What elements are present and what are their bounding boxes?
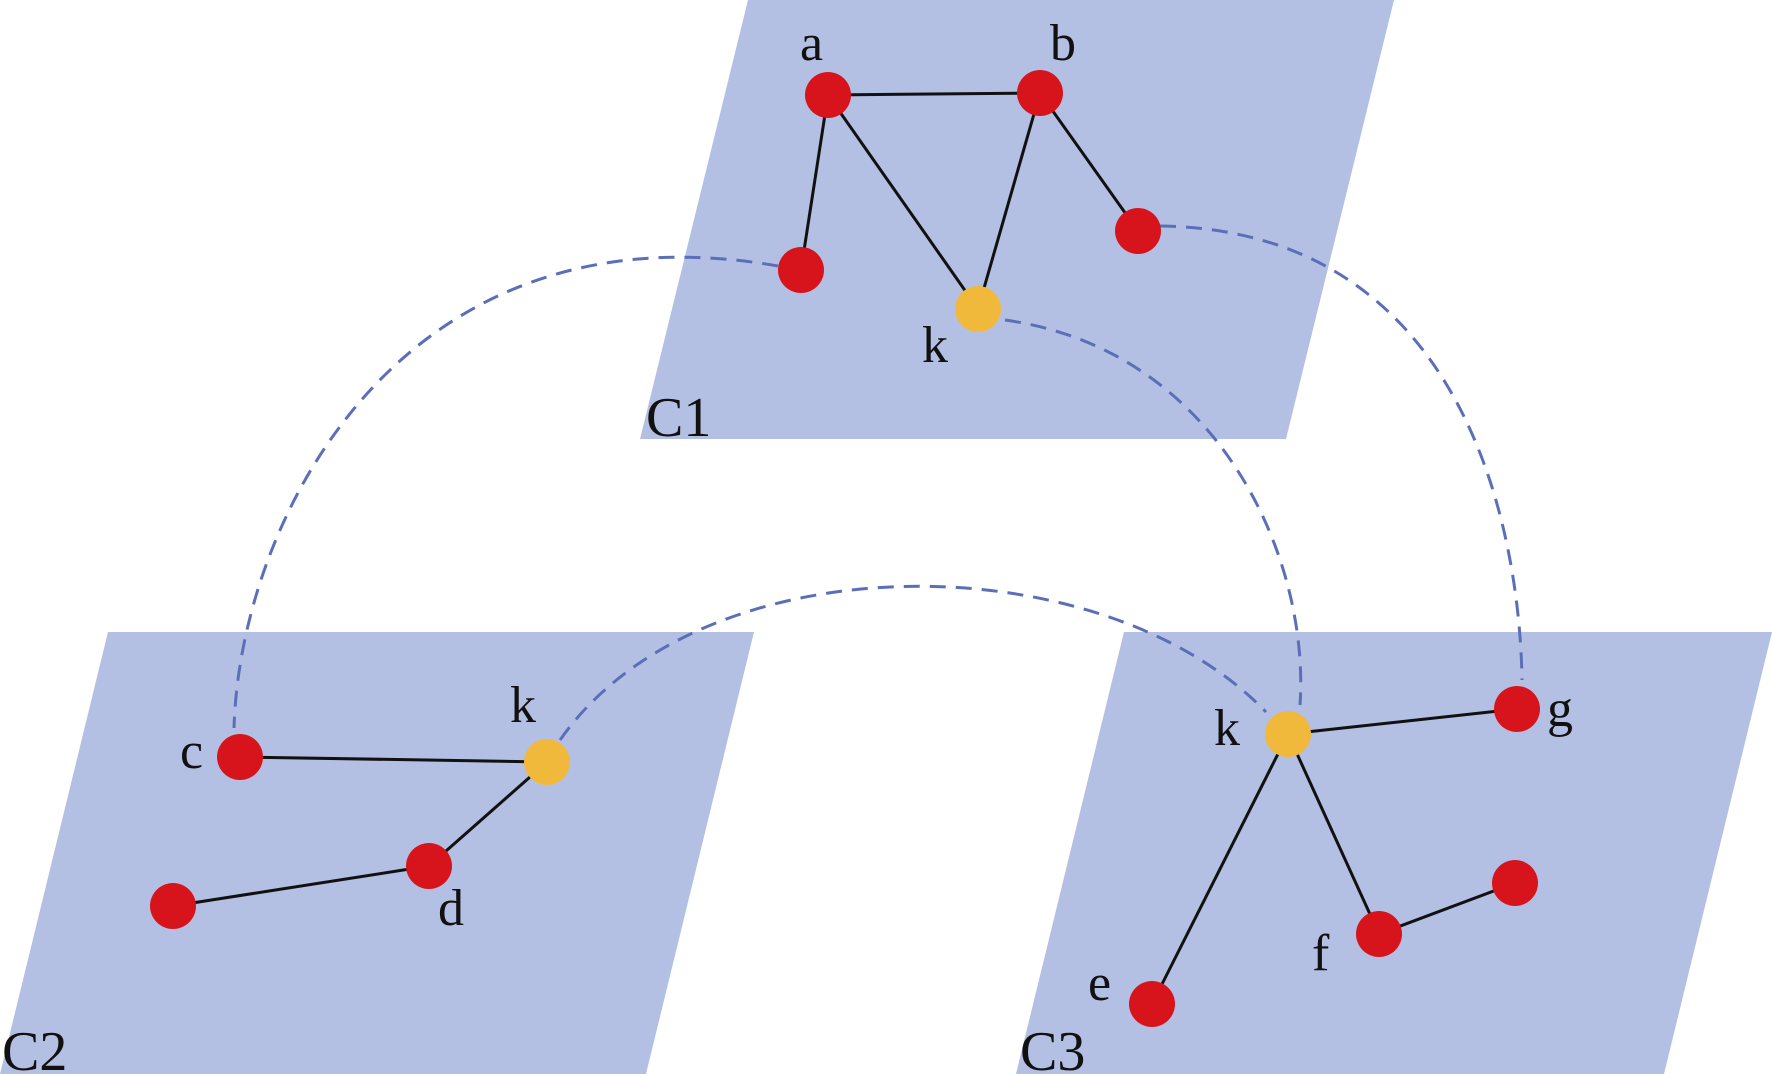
label-c1-a: a — [800, 15, 823, 72]
edge-k-d — [428, 760, 548, 868]
edges-c2 — [172, 755, 548, 908]
node-c3-unlabeled — [1492, 860, 1538, 906]
node-c2-k — [524, 739, 570, 785]
plane-label-c2: C2 — [2, 1021, 67, 1074]
label-c2-c: c — [180, 723, 203, 780]
plane-c1 — [640, 0, 1394, 439]
link-c1k-c3k — [1004, 318, 1303, 706]
node-c1-unlabeled-left — [778, 247, 824, 293]
plane-c3 — [1016, 632, 1772, 1074]
edge-a-p — [799, 94, 830, 271]
node-c1-k — [955, 286, 1001, 332]
nodes — [150, 70, 1540, 1027]
node-c1-b — [1017, 70, 1063, 116]
node-c2-unlabeled — [150, 883, 196, 929]
label-c1-b: b — [1050, 15, 1076, 72]
edges-c3 — [1150, 707, 1518, 1005]
edge-b-k — [976, 92, 1042, 310]
edge-b-q — [1038, 92, 1140, 232]
node-c3-g — [1494, 686, 1540, 732]
edge-a-k — [826, 94, 980, 310]
node-c1-a — [805, 72, 851, 118]
label-c3-f: f — [1312, 925, 1330, 982]
label-c1-k: k — [922, 317, 948, 374]
link-c1p-c2c — [232, 255, 779, 729]
edge-f-s — [1378, 881, 1516, 936]
edge-d-r — [172, 864, 430, 908]
label-c2-k: k — [510, 677, 536, 734]
node-labels: a b k c k d k g e f — [180, 15, 1573, 1012]
edge-k-g — [1287, 707, 1518, 736]
edges-c1 — [799, 91, 1140, 310]
node-c2-c — [217, 734, 263, 780]
edge-c-k — [239, 755, 548, 764]
plane-labels: C1 C2 C3 — [2, 387, 1085, 1074]
label-c3-e: e — [1088, 955, 1111, 1012]
plane-label-c1: C1 — [646, 387, 711, 449]
edge-k-e — [1150, 733, 1290, 1005]
plane-label-c3: C3 — [1020, 1021, 1085, 1074]
node-c3-f — [1356, 911, 1402, 957]
label-c3-k: k — [1214, 700, 1240, 757]
label-c3-g: g — [1547, 681, 1573, 738]
link-c1q-c3g — [1159, 224, 1524, 681]
node-c3-e — [1129, 981, 1175, 1027]
plane-c2 — [0, 632, 754, 1074]
edge-k-f — [1286, 733, 1381, 935]
node-c3-k — [1265, 711, 1311, 757]
node-c2-d — [406, 843, 452, 889]
label-c2-d: d — [438, 880, 464, 937]
edge-a-b — [827, 91, 1041, 97]
cross-links — [232, 224, 1524, 741]
link-c2k-c3k — [558, 584, 1268, 741]
node-c1-unlabeled-right — [1115, 208, 1161, 254]
